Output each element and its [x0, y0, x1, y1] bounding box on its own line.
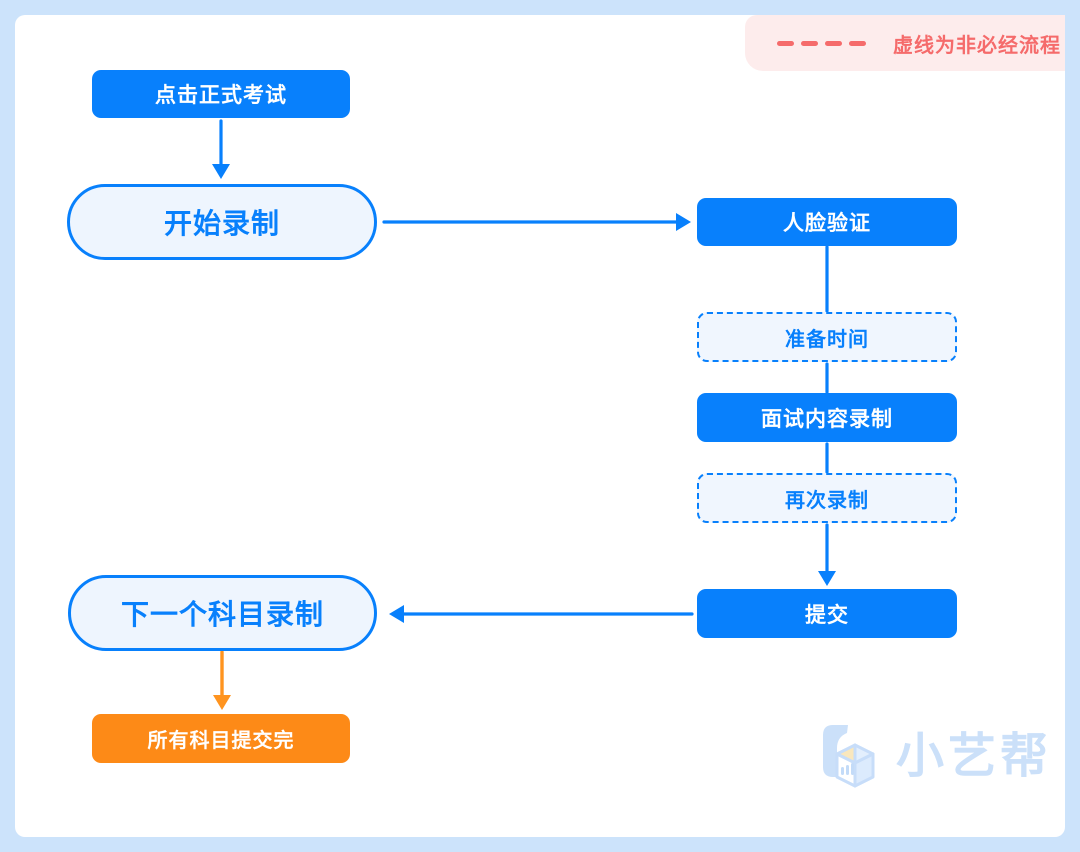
legend-dash — [777, 40, 794, 46]
node-next-subject-recording: 下一个科目录制 — [68, 575, 377, 651]
node-preparation-time: 准备时间 — [697, 312, 957, 362]
node-interview-content-recording: 面试内容录制 — [697, 393, 957, 442]
dashed-line-sample-icon — [777, 40, 873, 46]
legend-dash — [849, 40, 866, 46]
node-face-verification: 人脸验证 — [697, 198, 957, 246]
node-click-formal-exam: 点击正式考试 — [92, 70, 350, 118]
brand-name: 小艺帮 — [896, 730, 1053, 783]
node-all-subjects-submitted: 所有科目提交完 — [92, 714, 350, 763]
node-start-recording: 开始录制 — [67, 184, 377, 260]
legend-dash — [801, 40, 818, 46]
node-submit: 提交 — [697, 589, 957, 638]
xiaoyibang-logo-icon — [823, 725, 875, 788]
legend-dash — [825, 40, 842, 46]
legend: 虚线为非必经流程 — [745, 15, 1065, 71]
legend-label: 虚线为非必经流程 — [893, 34, 1061, 57]
node-record-again: 再次录制 — [697, 473, 957, 523]
brand-watermark: 小艺帮 — [820, 722, 1052, 792]
